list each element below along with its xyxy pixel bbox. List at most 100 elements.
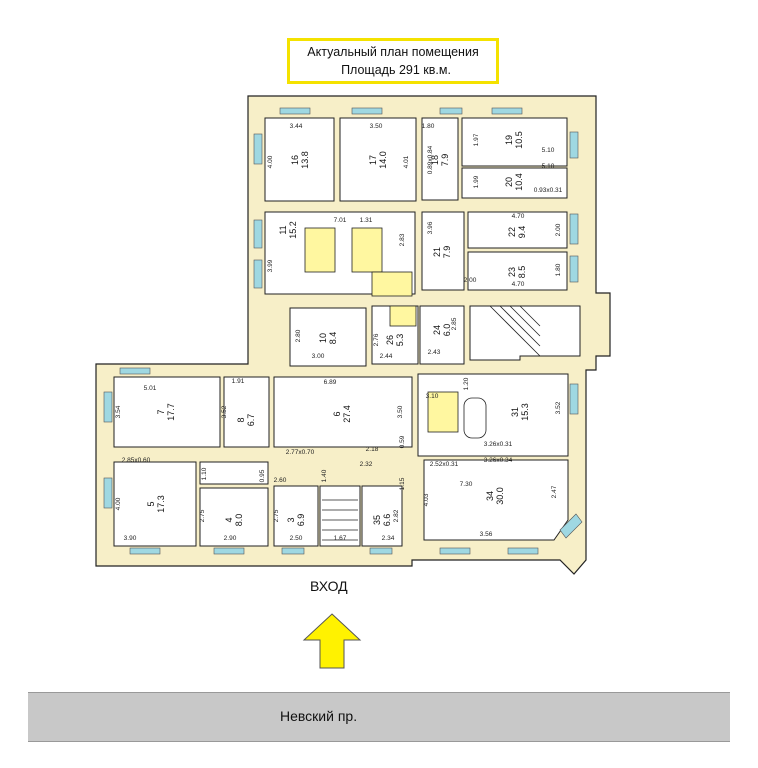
dimension-label: 3.26x0.31 (484, 441, 513, 448)
room-area: 10.4 (514, 173, 524, 191)
street-band: Невский пр. (28, 692, 730, 742)
dimension-label: 1.20 (463, 377, 470, 390)
room-number: 19 (504, 135, 514, 145)
dimension-label: 2.34 (382, 535, 395, 542)
room-area: 8.4 (328, 332, 338, 345)
room-area: 9.4 (517, 226, 527, 239)
dimension-label: 1.15 (399, 477, 406, 490)
room-35 (361, 485, 403, 547)
room-18 (421, 117, 459, 201)
room-number: 4 (224, 517, 234, 522)
dimension-label: 1.97 (473, 133, 480, 146)
stair-hall (469, 305, 581, 361)
room-number: 23 (507, 267, 517, 277)
room-area: 10.5 (514, 131, 524, 149)
dimension-label: 4.70 (512, 213, 525, 220)
room-number: 10 (318, 333, 328, 343)
dimension-label: 2.82 (393, 509, 400, 522)
entrance-label: ВХОД (310, 578, 348, 594)
room-22 (467, 211, 568, 249)
dimension-label: 0.89x0.84 (427, 145, 434, 174)
plan-title-box: Актуальный план помещения Площадь 291 кв… (287, 38, 499, 84)
room-number: 20 (504, 177, 514, 187)
dimension-label: 2.50 (290, 535, 303, 542)
room-number: 34 (485, 491, 495, 501)
dimension-label: 2.77x0.70 (286, 449, 315, 456)
room-number: 22 (507, 227, 517, 237)
dimension-label: 1.40 (321, 469, 328, 482)
dimension-label: 0.93x0.31 (534, 187, 563, 194)
room-area: 17.3 (156, 495, 166, 513)
dimension-label: 3.50 (397, 405, 404, 418)
room-10 (289, 307, 367, 367)
room-number: 24 (432, 325, 442, 335)
room-5 (113, 461, 197, 547)
dimension-label: 2.90 (224, 535, 237, 542)
dimension-label: 4.00 (115, 497, 122, 510)
dimension-label: 3.54 (115, 405, 122, 418)
room-number: 6 (332, 411, 342, 416)
room-9 (199, 461, 269, 485)
room-3 (273, 485, 319, 547)
entrance-arrow-icon (302, 613, 362, 669)
dimension-label: 3.96 (427, 221, 434, 234)
dimension-label: 1.99 (473, 175, 480, 188)
room-7 (113, 376, 221, 448)
room-number: 16 (290, 155, 300, 165)
room-20 (461, 167, 568, 199)
plan-title: Актуальный план помещения (307, 45, 479, 59)
room-area: 6.0 (442, 324, 452, 337)
dimension-label: 4.01 (403, 155, 410, 168)
dimension-label: 6.89 (324, 379, 337, 386)
dimension-label: 3.44 (290, 123, 303, 130)
wc-blocks (304, 227, 459, 433)
room-number: 11 (278, 225, 288, 234)
windows (103, 107, 583, 555)
dimension-label: 2.18 (366, 446, 379, 453)
dimension-label: 3.52 (221, 405, 228, 418)
dimension-label: 4.03 (423, 493, 430, 506)
plan-area: Площадь 291 кв.м. (341, 63, 451, 77)
dimension-label: 4.70 (512, 281, 525, 288)
room-area: 6.7 (246, 414, 256, 427)
dimension-label: 3.90 (124, 535, 137, 542)
dimension-label: 2.47 (551, 485, 558, 498)
room-area: 17.7 (166, 403, 176, 421)
room-number: 17 (368, 155, 378, 165)
room-21 (421, 211, 465, 291)
dimension-label: 2.76 (373, 333, 380, 346)
bathtub (463, 397, 487, 439)
room-number: 26 (385, 335, 395, 345)
dimension-label: 1.31 (360, 217, 373, 224)
dimension-label: 1.67 (334, 535, 347, 542)
dimension-label: 1.10 (201, 467, 208, 480)
dimension-label: 5.01 (144, 385, 157, 392)
room-number: 8 (236, 417, 246, 422)
dimension-label: 2.44 (380, 353, 393, 360)
room-number: 7 (156, 409, 166, 414)
dimension-label: 1.91 (232, 378, 245, 385)
room-16 (264, 117, 335, 202)
room-area: 7.9 (442, 246, 452, 259)
room-number: 21 (432, 247, 442, 257)
room-area: 8.5 (517, 266, 527, 279)
room-area: 7.9 (440, 154, 450, 167)
room-area: 15.3 (520, 403, 530, 421)
stairs-entry (319, 485, 361, 547)
dimension-label: 1.80 (555, 263, 562, 276)
